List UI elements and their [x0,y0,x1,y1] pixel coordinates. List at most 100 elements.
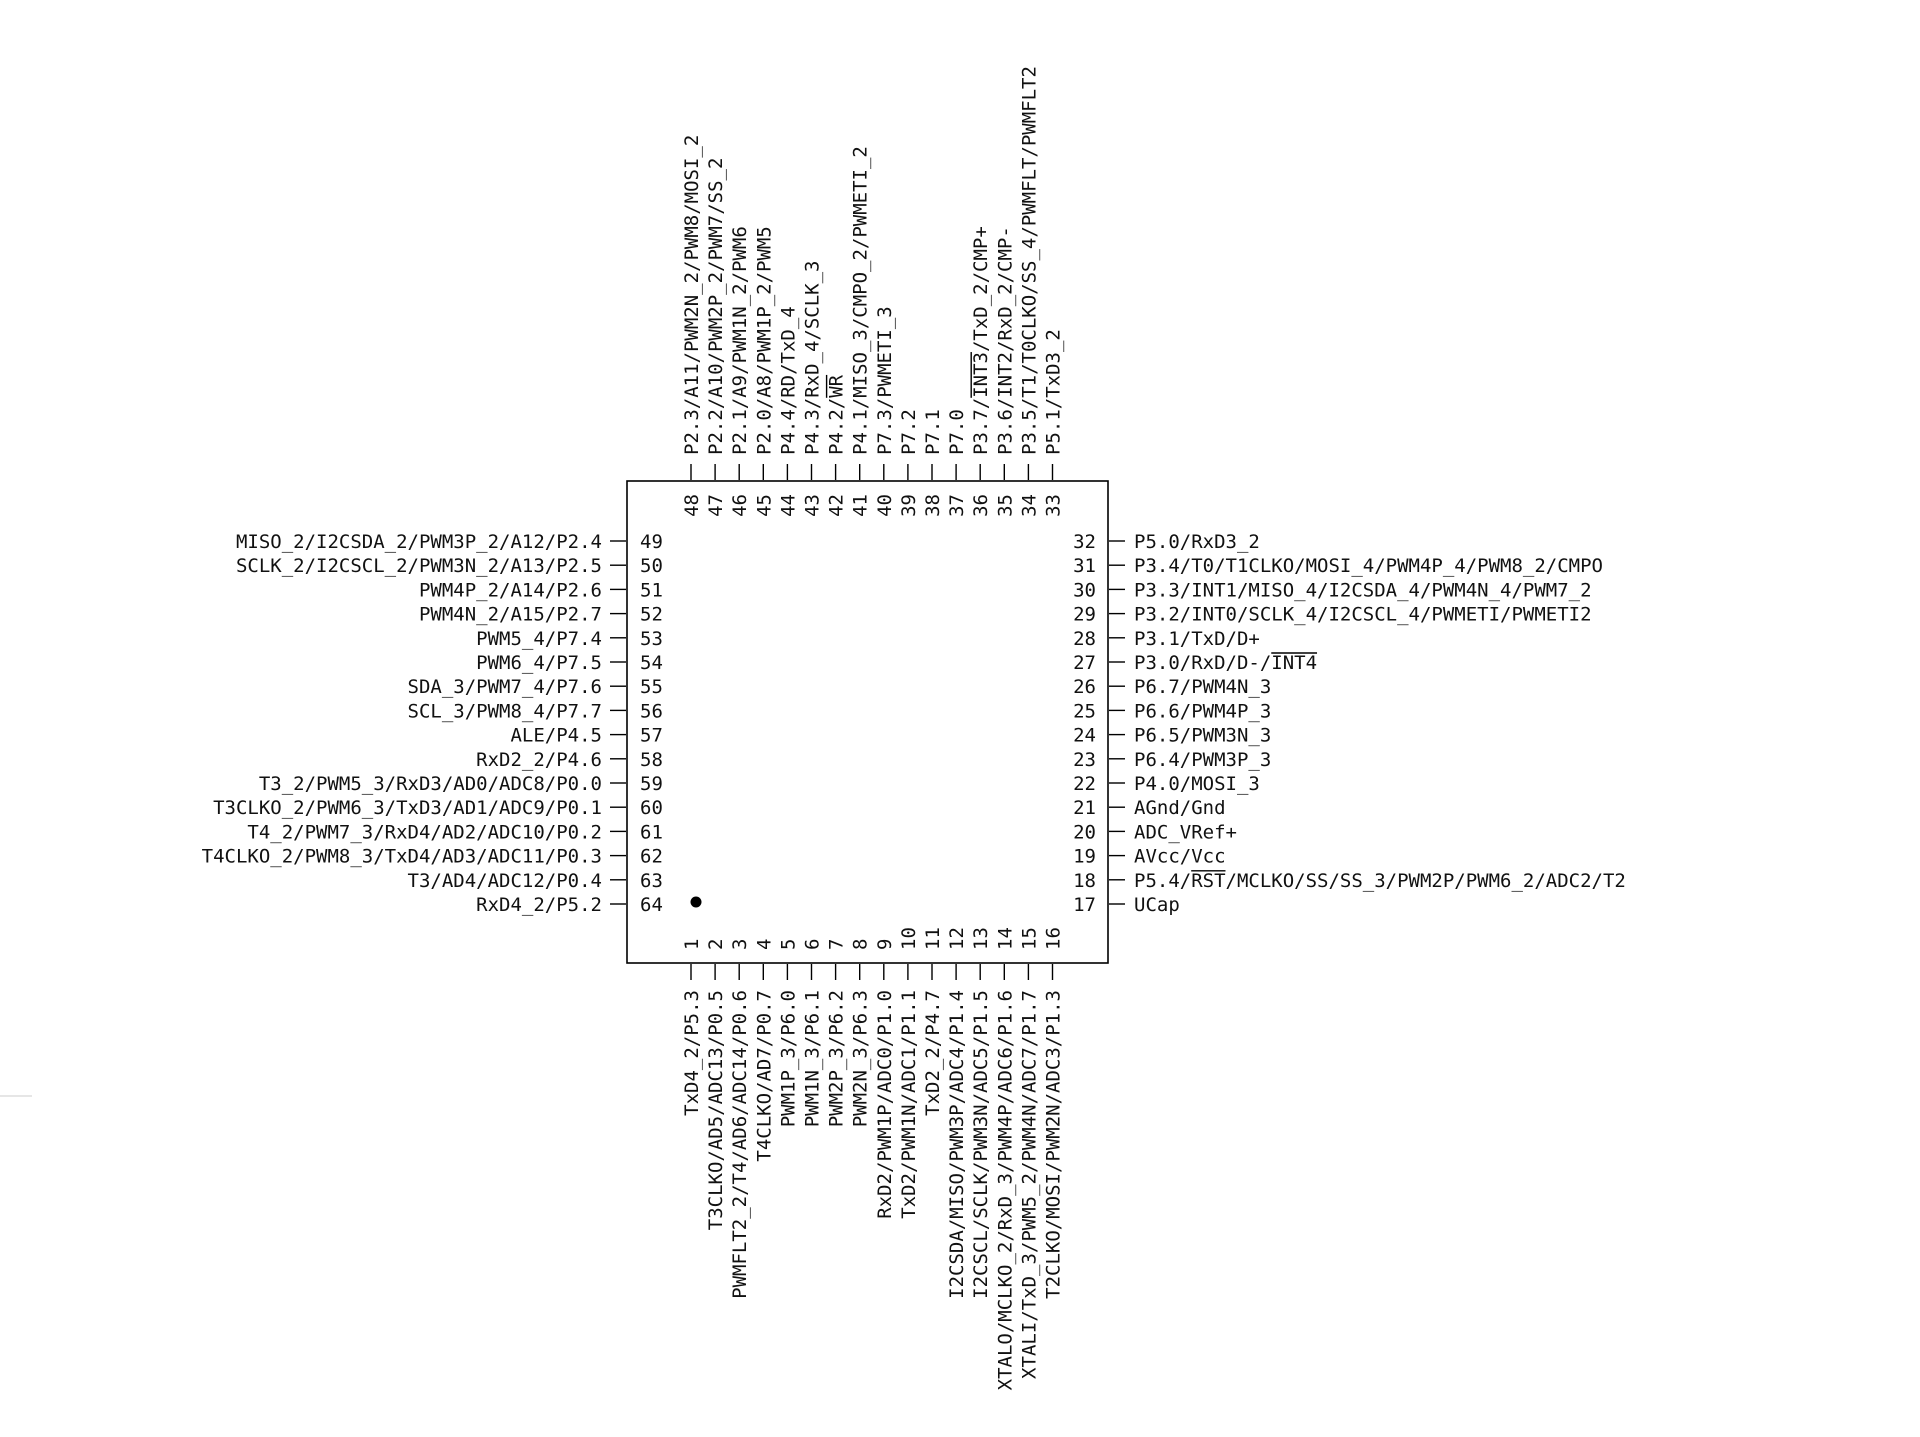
pin-label: P2.1/A9/PWM1N_2/PWM6 [729,226,751,455]
pin-label: P2.2/A10/PWM2P_2/PWM7/SS_2 [705,158,727,455]
pin-40: 40 P7.3/PWMETI_3 [874,306,896,517]
pin-number: 40 [874,494,896,517]
pin-label: P6.4/PWM3P_3 [1134,749,1271,771]
pin-number: 23 [1073,749,1096,771]
pin-label: P4.3/RxD_4/SCLK_3 [802,261,824,455]
pin-label: PWM1N_3/P6.1 [802,990,824,1127]
pin-51: 51 PWM4P_2/A14/P2.6 [419,579,663,601]
pin-label: T4CLKO/AD7/P0.7 [753,990,775,1162]
pin-label: T3_2/PWM5_3/RxD3/AD0/ADC8/P0.0 [259,773,602,795]
pin-number: 13 [970,927,992,950]
pin-label: AVcc/Vcc [1134,846,1226,868]
pin-number: 62 [640,846,663,868]
pin-number: 11 [922,927,944,950]
pin-label: P5.1/TxD3_2 [1043,329,1065,455]
pin-label: PWM2P_3/P6.2 [826,990,848,1127]
pin-number: 8 [850,939,872,950]
pin-label: XTALI/TxD_3/PWM5_2/PWM4N/ADC7/P1.7 [1018,990,1040,1379]
pin-label: T2CLKO/MOSI/PWM2N/ADC3/P1.3 [1043,990,1065,1299]
pin-label: P3.2/INT0/SCLK_4/I2CSCL_4/PWMETI/PWMETI2 [1134,604,1592,626]
pin-label: P5.4/RST/MCLKO/SS/SS_3/PWM2P/PWM6_2/ADC2… [1134,870,1626,892]
pin-label: PWM4P_2/A14/P2.6 [419,579,602,601]
pin-number: 10 [898,927,920,950]
pin-number: 27 [1073,652,1096,674]
pin-number: 50 [640,555,663,577]
pin-label: P4.4/RD/TxD_4 [777,306,799,455]
pin-label: PWM2N_3/P6.3 [850,990,872,1127]
pin-52: 52 PWM4N_2/A15/P2.7 [419,604,663,626]
pin-number: 16 [1043,927,1065,950]
pin-number: 3 [729,939,751,950]
pin-label: I2CSCL/SCLK/PWM3N/ADC5/P1.5 [970,990,992,1299]
pin-number: 54 [640,652,663,674]
pin-label: P3.5/T1/T0CLKO/SS_4/PWMFLT/PWMFLT2 [1018,66,1040,455]
pin-number: 22 [1073,773,1096,795]
pin-number: 34 [1018,494,1040,517]
pin-label: PWM1P_3/P6.0 [777,990,799,1127]
pin-label: XTALO/MCLKO_2/RxD_3/PWM4P/ADC6/P1.6 [994,990,1016,1390]
pin-number: 5 [777,939,799,950]
pin-label: PWM4N_2/A15/P2.7 [419,604,602,626]
pin-number: 4 [753,939,775,950]
pin-number: 18 [1073,870,1096,892]
pin-number: 1 [681,939,703,950]
pin-label: P3.3/INT1/MISO_4/I2CSDA_4/PWM4N_4/PWM7_2 [1134,579,1592,601]
pin-label: TxD2_2/P4.7 [922,990,944,1116]
pin-23: 23 P6.4/PWM3P_3 [1073,749,1271,771]
pin-number: 30 [1073,579,1096,601]
pin-label: T3/AD4/ADC12/P0.4 [408,870,602,892]
pin-number: 39 [898,494,920,517]
pin-number: 26 [1073,676,1096,698]
pin-label: P5.0/RxD3_2 [1134,531,1260,553]
pin-label: T3CLKO/AD5/ADC13/P0.5 [705,990,727,1230]
pin-label: AGnd/Gnd [1134,797,1226,819]
pin-label: SDA_3/PWM7_4/P7.6 [408,676,602,698]
pin-number: 41 [850,494,872,517]
pin-number: 21 [1073,797,1096,819]
pin-number: 25 [1073,700,1096,722]
pin-number: 37 [946,494,968,517]
pin-label: P7.3/PWMETI_3 [874,306,896,455]
pin-label: MISO_2/I2CSDA_2/PWM3P_2/A12/P2.4 [236,531,602,553]
pins-layer: 49MISO_2/I2CSDA_2/PWM3P_2/A12/P2.450SCLK… [202,66,1626,1390]
pin-number: 12 [946,927,968,950]
pin-number: 6 [802,939,824,950]
pin-number: 52 [640,604,663,626]
pin-number: 33 [1043,494,1065,517]
pin-number: 28 [1073,628,1096,650]
pin-34: 34 P3.5/T1/T0CLKO/SS_4/PWMFLT/PWMFLT2 [1018,66,1040,517]
pin-label: T3CLKO_2/PWM6_3/TxD3/AD1/ADC9/P0.1 [213,797,602,819]
pin-33: 33 P5.1/TxD3_2 [1043,329,1065,517]
pin-label: P3.7/INT3/TxD_2/CMP+ [970,226,992,455]
pin-label: P3.4/T0/T1CLKO/MOSI_4/PWM4P_4/PWM8_2/CMP… [1134,555,1603,577]
pin-number: 53 [640,628,663,650]
pin-number: 35 [994,494,1016,517]
pin-number: 51 [640,579,663,601]
